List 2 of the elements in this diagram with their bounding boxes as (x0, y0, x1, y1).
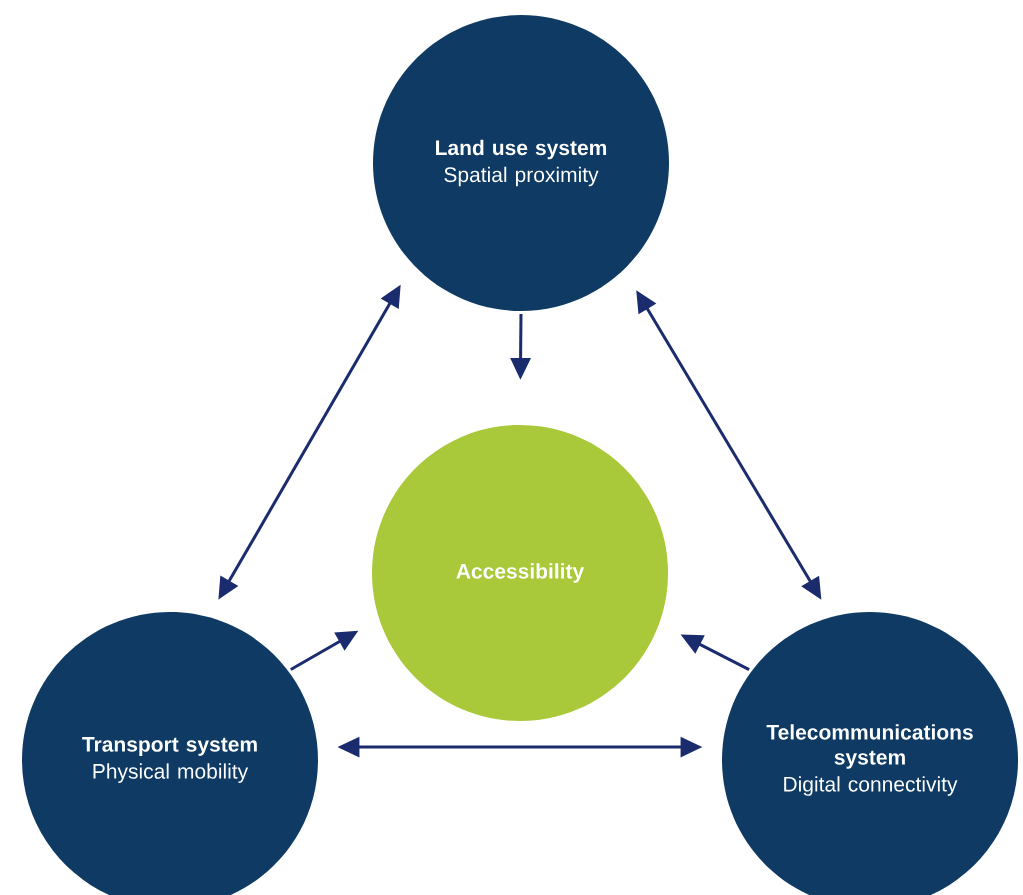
circle-node: Accessibility (372, 425, 668, 721)
circle-node: Land use system Spatial proximity (373, 15, 669, 311)
